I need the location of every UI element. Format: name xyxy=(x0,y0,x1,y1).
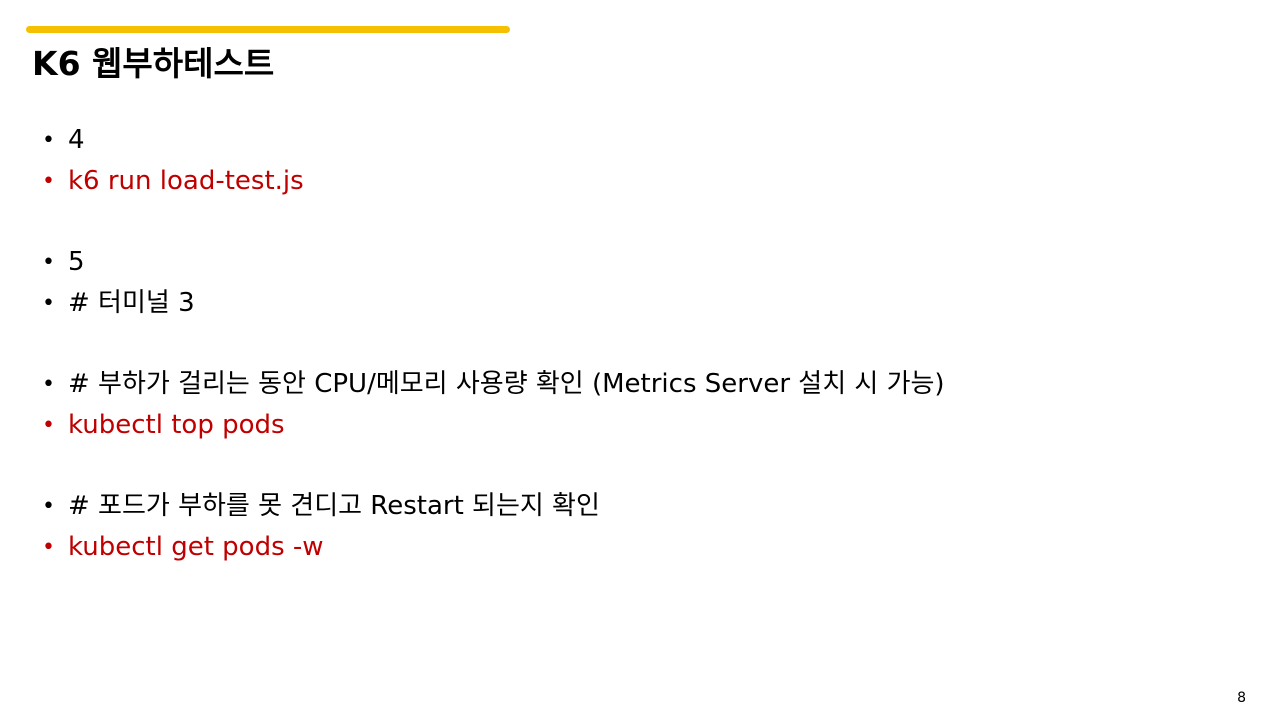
bullet-text: k6 run load-test.js xyxy=(68,166,304,196)
bullet-dot: • xyxy=(42,535,55,560)
bullet-item: • kubectl top pods xyxy=(42,405,945,446)
bullet-item: • kubectl get pods -w xyxy=(42,527,945,568)
bullet-text: # 터미널 3 xyxy=(68,288,195,318)
bullet-item: • k6 run load-test.js xyxy=(42,161,945,202)
bullet-dot: • xyxy=(42,372,55,397)
bullet-item: •5 xyxy=(42,242,945,283)
bullet-list: •4 •k6 run load-test.js •5 •# 터미널 3 •# 부… xyxy=(42,120,945,568)
bullet-dot: • xyxy=(42,291,55,316)
bullet-item: • # 부하가 걸리는 동안 CPU/메모리 사용량 확인 (Metrics Se… xyxy=(42,364,945,405)
bullet-spacer xyxy=(42,446,945,486)
bullet-text: # 포드가 부하를 못 견디고 Restart 되는지 확인 xyxy=(68,491,600,521)
bullet-item: • # 터미널 3 xyxy=(42,283,945,324)
bullet-dot: • xyxy=(42,494,55,519)
bullet-item: • # 포드가 부하를 못 견디고 Restart 되는지 확인 xyxy=(42,486,945,527)
bullet-spacer xyxy=(42,324,945,364)
bullet-dot: • xyxy=(42,413,55,438)
bullet-dot: • xyxy=(42,169,55,194)
bullet-text: kubectl top pods xyxy=(68,410,285,440)
title-accent-bar xyxy=(26,26,510,33)
bullet-item: •4 xyxy=(42,120,945,161)
bullet-spacer xyxy=(42,202,945,242)
bullet-text: 4 xyxy=(68,125,85,155)
bullet-text: 5 xyxy=(68,247,85,277)
bullet-text: kubectl get pods -w xyxy=(68,532,324,562)
bullet-dot: • xyxy=(42,250,55,275)
bullet-text: # 부하가 걸리는 동안 CPU/메모리 사용량 확인 (Metrics Ser… xyxy=(68,369,945,399)
bullet-dot: • xyxy=(42,128,55,153)
slide-title: K6 웹부하테스트 xyxy=(32,44,275,83)
page-number: 8 xyxy=(1237,690,1246,706)
